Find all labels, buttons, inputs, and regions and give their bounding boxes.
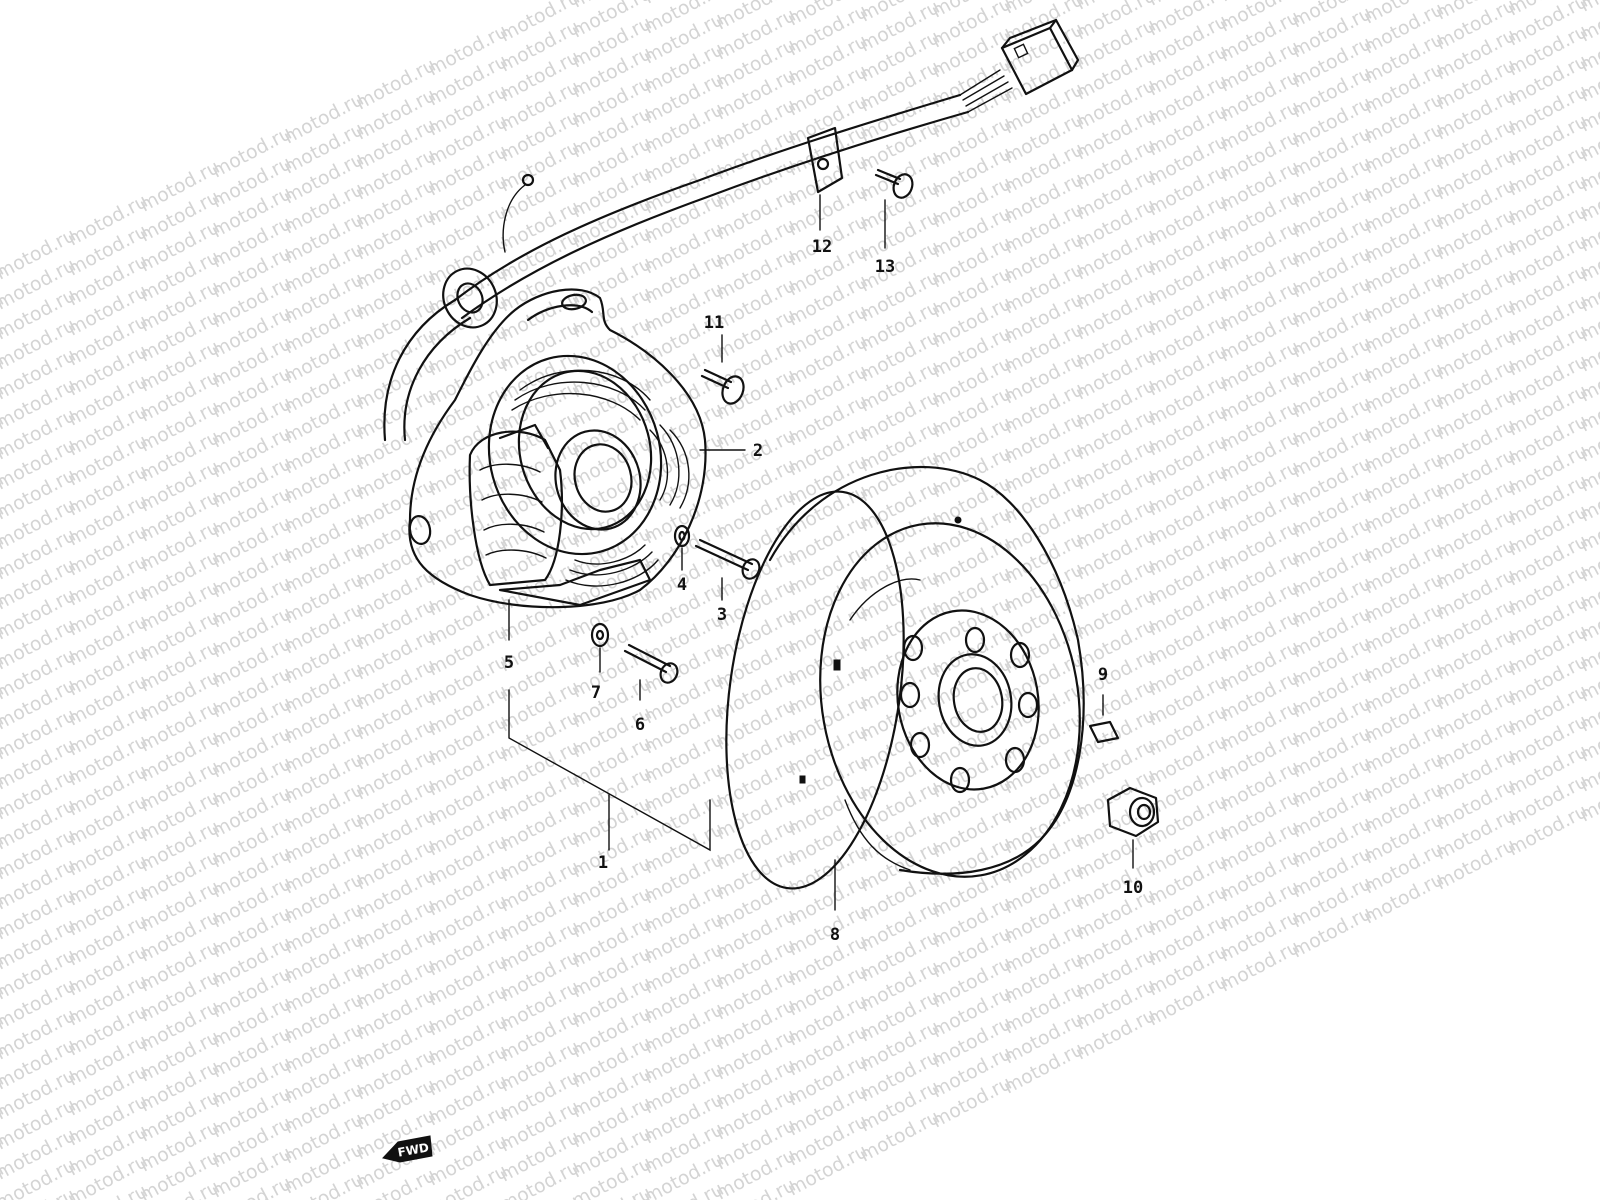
part-label-3: 3 xyxy=(717,605,727,625)
part-label-11: 11 xyxy=(704,313,724,333)
part-label-4: 4 xyxy=(677,575,687,595)
part-label-1: 1 xyxy=(598,853,608,873)
part-label-2: 2 xyxy=(753,441,763,461)
part-label-13: 13 xyxy=(875,257,895,277)
part-label-12: 12 xyxy=(812,237,832,257)
part-label-7: 7 xyxy=(591,683,601,703)
part-label-8: 8 xyxy=(830,925,840,945)
part-label-6: 6 xyxy=(635,715,645,735)
part-label-5: 5 xyxy=(504,653,514,673)
part-label-9: 9 xyxy=(1098,665,1108,685)
part-label-10: 10 xyxy=(1123,878,1143,898)
